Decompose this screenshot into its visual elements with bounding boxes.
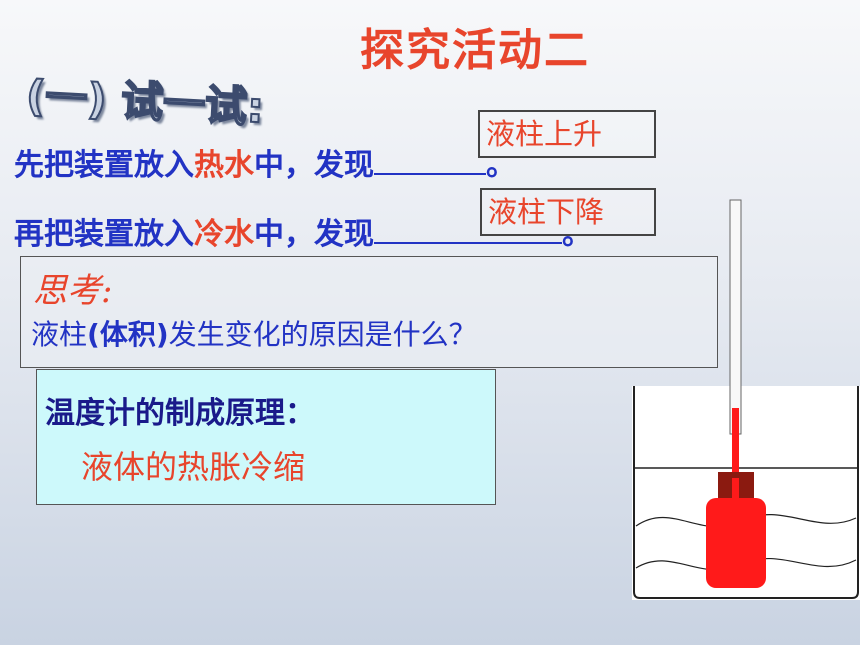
liquid-in-stopper [732, 478, 739, 518]
think-q-part2: (体积) [87, 318, 169, 351]
line1-blank [374, 143, 486, 175]
thermometer-flask-diagram [632, 199, 860, 600]
principle-box: 温度计的制成原理： 液体的热胀冷缩 [36, 369, 496, 505]
principle-title: 温度计的制成原理： [45, 396, 315, 431]
line1-text-a: 先把装置放入 [14, 148, 194, 183]
liquid-column [732, 408, 739, 518]
hot-water-label: 热水 [194, 148, 254, 183]
line2-blank [374, 212, 562, 244]
beaker-outline [633, 386, 859, 599]
think-q-part1: 液柱 [31, 318, 88, 351]
line2-text-a: 再把装置放入 [14, 217, 194, 252]
line1-text-b: 中，发现 [254, 148, 374, 183]
slide-title: 探究活动二 [360, 25, 590, 76]
glass-tube [729, 199, 742, 435]
answer-rise: 液柱上升 [478, 110, 656, 158]
think-title: 思考: [33, 271, 113, 311]
answer-fall: 液柱下降 [480, 188, 656, 236]
think-question: 液柱(体积)发生变化的原因是什么？ [31, 313, 477, 353]
cold-water-label: 冷水 [194, 217, 254, 252]
hot-water-sentence: 先把装置放入热水中，发现 。 [14, 140, 516, 184]
flask-body [706, 498, 766, 588]
principle-body: 液体的热胀冷缩 [81, 448, 306, 486]
think-box: 思考: 液柱(体积)发生变化的原因是什么？ [20, 256, 718, 368]
line1-end: 。 [486, 148, 516, 183]
section-heading: (一) 试一试: [24, 70, 266, 133]
line2-text-b: 中，发现 [254, 217, 374, 252]
think-q-part3: 发生变化的原因是什么？ [168, 318, 477, 351]
